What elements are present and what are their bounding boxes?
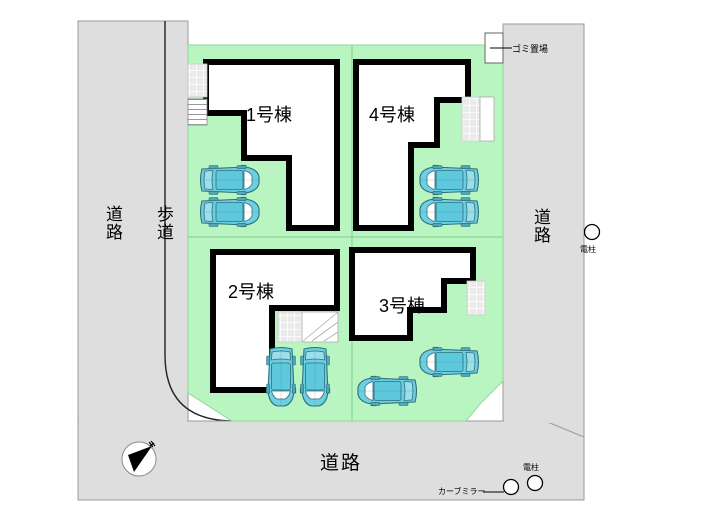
road-south-surface bbox=[77, 420, 585, 501]
parking-car bbox=[265, 346, 297, 407]
parking-car bbox=[299, 346, 331, 407]
parking-car bbox=[419, 346, 480, 378]
road-west-label: 道路 bbox=[103, 205, 122, 241]
sidewalk-west-label: 歩道 bbox=[154, 205, 173, 241]
north-arrow-icon bbox=[121, 440, 157, 477]
curve-mirror-label: カーブミラー bbox=[438, 487, 486, 496]
utility-pole-south-label: 電柱 bbox=[523, 463, 539, 472]
garbage-area-label: ゴミ置場 bbox=[512, 44, 549, 54]
lot-division-lines bbox=[188, 45, 503, 421]
building-4-balcony bbox=[461, 96, 481, 142]
building-1-shape bbox=[203, 59, 340, 231]
building-2-balcony bbox=[277, 311, 303, 343]
building-1-entrance-stairs bbox=[187, 98, 208, 126]
utility-pole-east-label: 電柱 bbox=[580, 245, 596, 254]
garbage-area-marker bbox=[484, 32, 512, 64]
road-south-label: 道路 bbox=[320, 453, 363, 474]
utility-pole-east-icon bbox=[583, 223, 601, 241]
building-4-entrance-stairs bbox=[479, 96, 495, 142]
sidewalk-divider bbox=[164, 21, 233, 422]
parking-car bbox=[199, 164, 260, 196]
road-east-label: 道路 bbox=[531, 208, 550, 244]
building-2-shape bbox=[210, 249, 340, 393]
road-west-surface bbox=[77, 20, 189, 438]
curve-mirror-icon bbox=[502, 478, 520, 496]
building-2-entrance-stairs bbox=[301, 311, 339, 343]
building-1-label: 1号棟 bbox=[246, 105, 293, 125]
building-3-shape bbox=[349, 247, 476, 341]
parking-car bbox=[357, 375, 418, 407]
building-1-balcony bbox=[187, 63, 208, 98]
building-4-label: 4号棟 bbox=[369, 105, 416, 125]
building-3-balcony bbox=[466, 280, 486, 316]
parking-car bbox=[419, 196, 480, 228]
road-east-surface bbox=[502, 23, 585, 438]
utility-pole-south-icon bbox=[526, 474, 544, 492]
building-4-shape bbox=[353, 59, 471, 231]
parking-car bbox=[199, 196, 260, 228]
parking-car bbox=[419, 164, 480, 196]
building-2-label: 2号棟 bbox=[228, 282, 275, 302]
building-3-label: 3号棟 bbox=[379, 296, 426, 316]
